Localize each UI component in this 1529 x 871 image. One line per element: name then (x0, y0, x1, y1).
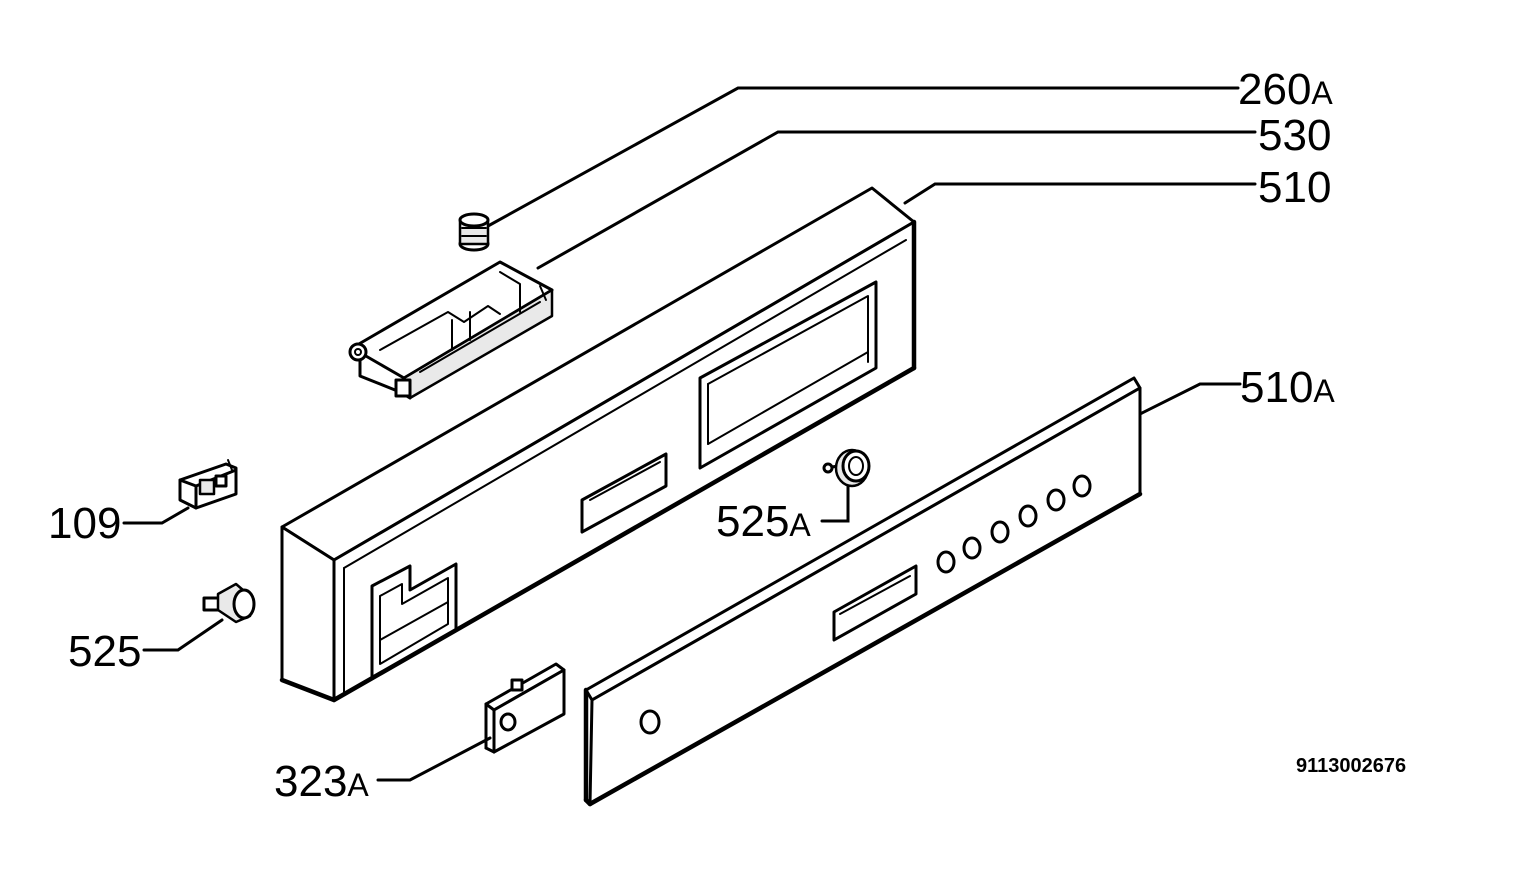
part-labels: 260A 530 510 510A 525A 109 525 323A (48, 65, 1335, 806)
leader-530 (536, 130, 1257, 270)
label-260a: 260A (1238, 65, 1333, 114)
leader-260a (486, 86, 1240, 228)
label-109: 109 (48, 499, 121, 548)
leader-lines (122, 86, 1257, 782)
label-525a: 525A (716, 497, 811, 546)
leader-510 (903, 182, 1257, 205)
label-510: 510 (1258, 163, 1331, 212)
front-fascia-510a (583, 376, 1143, 807)
label-510a: 510A (1240, 363, 1335, 412)
label-323a: 323A (274, 757, 369, 806)
fascia-buttons (936, 474, 1092, 574)
push-button-525 (202, 582, 256, 624)
clip-109 (178, 459, 238, 510)
plate-323a (484, 662, 566, 754)
control-panel-housing-510 (279, 186, 917, 703)
leader-510a (1138, 382, 1242, 416)
document-number: 9113002676 (1296, 755, 1406, 777)
label-530: 530 (1258, 111, 1331, 160)
leader-525a (820, 479, 850, 523)
leader-323a (376, 736, 492, 782)
knob-260a (458, 212, 490, 252)
knob-525a (822, 448, 871, 488)
leader-525 (142, 618, 224, 652)
label-525: 525 (68, 627, 141, 676)
bracket-530 (348, 260, 554, 400)
leader-109 (122, 506, 190, 525)
